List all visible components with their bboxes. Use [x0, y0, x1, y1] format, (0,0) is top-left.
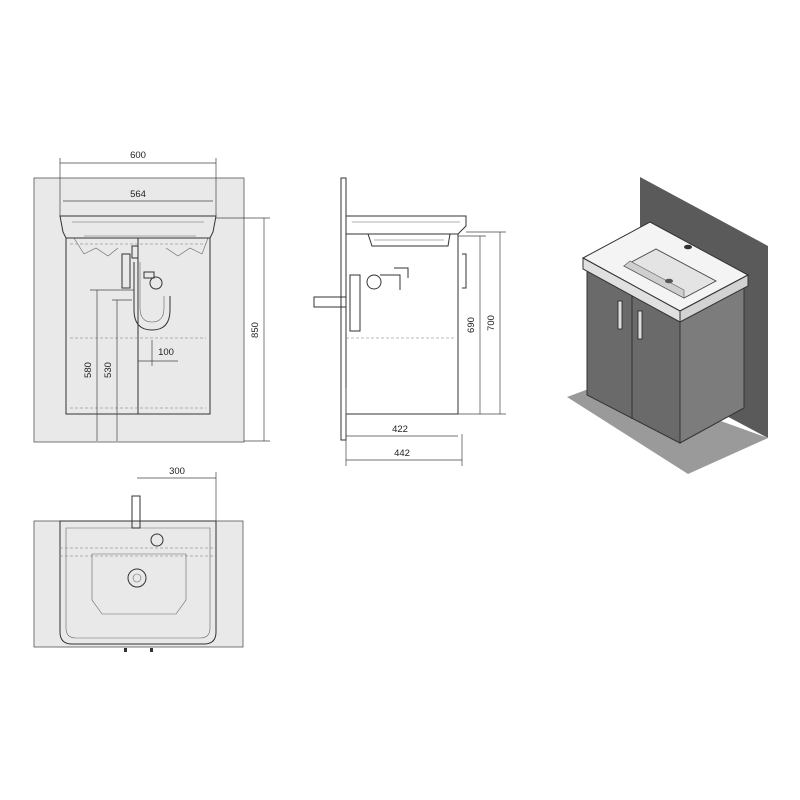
dim-height-total: 850: [250, 322, 261, 338]
side-siphon: [313, 267, 409, 332]
front-siphon: [121, 245, 171, 331]
dim-width-overall: 600: [130, 150, 146, 161]
dim-depth-overall: 442: [394, 448, 410, 459]
top-wall: [33, 520, 244, 648]
top-pipe: [131, 495, 141, 529]
render-handle-left: [617, 300, 623, 330]
side-wall: [340, 177, 347, 441]
dim-depth-cabinet: 422: [392, 424, 408, 435]
dim-side-height-total: 700: [486, 315, 497, 331]
dim-height-trap: 530: [103, 362, 114, 378]
dim-height-outlet: 580: [83, 362, 94, 378]
side-handle: [462, 253, 467, 289]
top-drain: [127, 568, 147, 588]
render-handle-right: [637, 310, 643, 340]
top-view: 300: [33, 466, 244, 652]
side-cabinet: [345, 233, 459, 415]
side-view: 690 700 422 442: [313, 177, 506, 466]
dim-offset-drain: 300: [169, 466, 185, 477]
dim-width-basin: 564: [130, 189, 146, 200]
front-view: 600 564 850 580 530 100: [33, 150, 270, 443]
dim-side-height-basin: 690: [466, 317, 477, 333]
dim-offset-trap: 100: [158, 347, 174, 358]
side-basin: [345, 215, 467, 247]
top-basin: [59, 520, 217, 645]
render-tap-hole: [684, 244, 692, 250]
product-render: [567, 177, 768, 474]
render-drain: [665, 278, 673, 284]
